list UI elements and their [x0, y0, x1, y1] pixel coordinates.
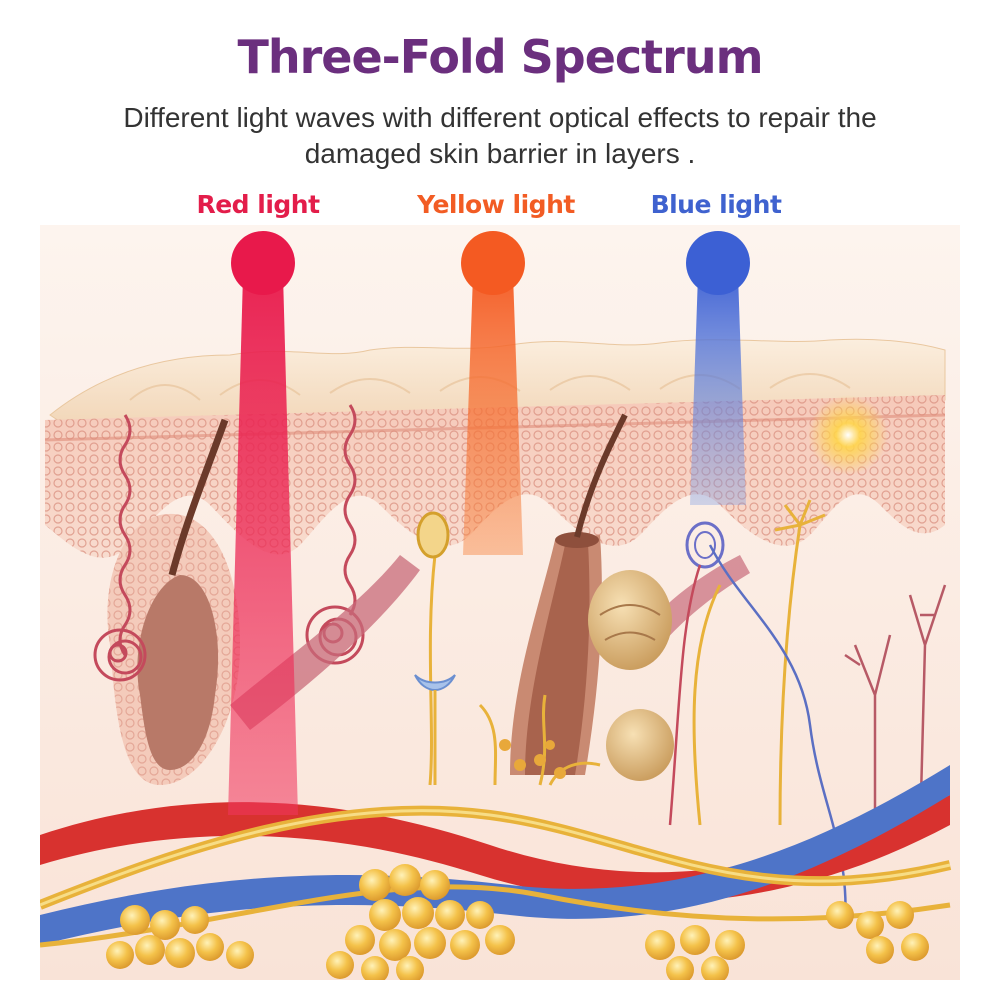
red-light-source — [231, 231, 295, 295]
red-light-label: Red light — [196, 190, 320, 219]
red-light-beam — [228, 275, 298, 815]
nerve-fibers — [416, 499, 826, 826]
nerve-bundle-highlight — [40, 809, 951, 907]
hair-follicle-center — [510, 413, 672, 775]
branching-nerves — [844, 584, 947, 845]
blue-light-source — [686, 231, 750, 295]
yellow-light-source — [461, 231, 525, 295]
blue-light-label: Blue light — [650, 190, 782, 219]
nerve-bulbs — [499, 739, 566, 779]
vein-vessel — [40, 765, 950, 945]
sparkle-glow — [808, 395, 888, 475]
touch-receptor — [414, 674, 456, 785]
page-title: Three-Fold Spectrum — [237, 30, 763, 84]
artery-thread — [668, 564, 702, 826]
yellow-light-label: Yellow light — [417, 190, 575, 219]
skin-layers-diagram — [40, 225, 960, 980]
page-subtitle: Different light waves with different opt… — [123, 102, 877, 169]
hair-follicle-left — [107, 418, 240, 785]
sweat-gland-left — [93, 414, 147, 682]
blue-light-beam — [690, 275, 746, 505]
fat-cells — [106, 864, 929, 980]
pacinian-corpuscles — [606, 521, 725, 781]
nerve-bundle-lower — [40, 884, 951, 948]
yellow-light-beam — [463, 275, 523, 555]
